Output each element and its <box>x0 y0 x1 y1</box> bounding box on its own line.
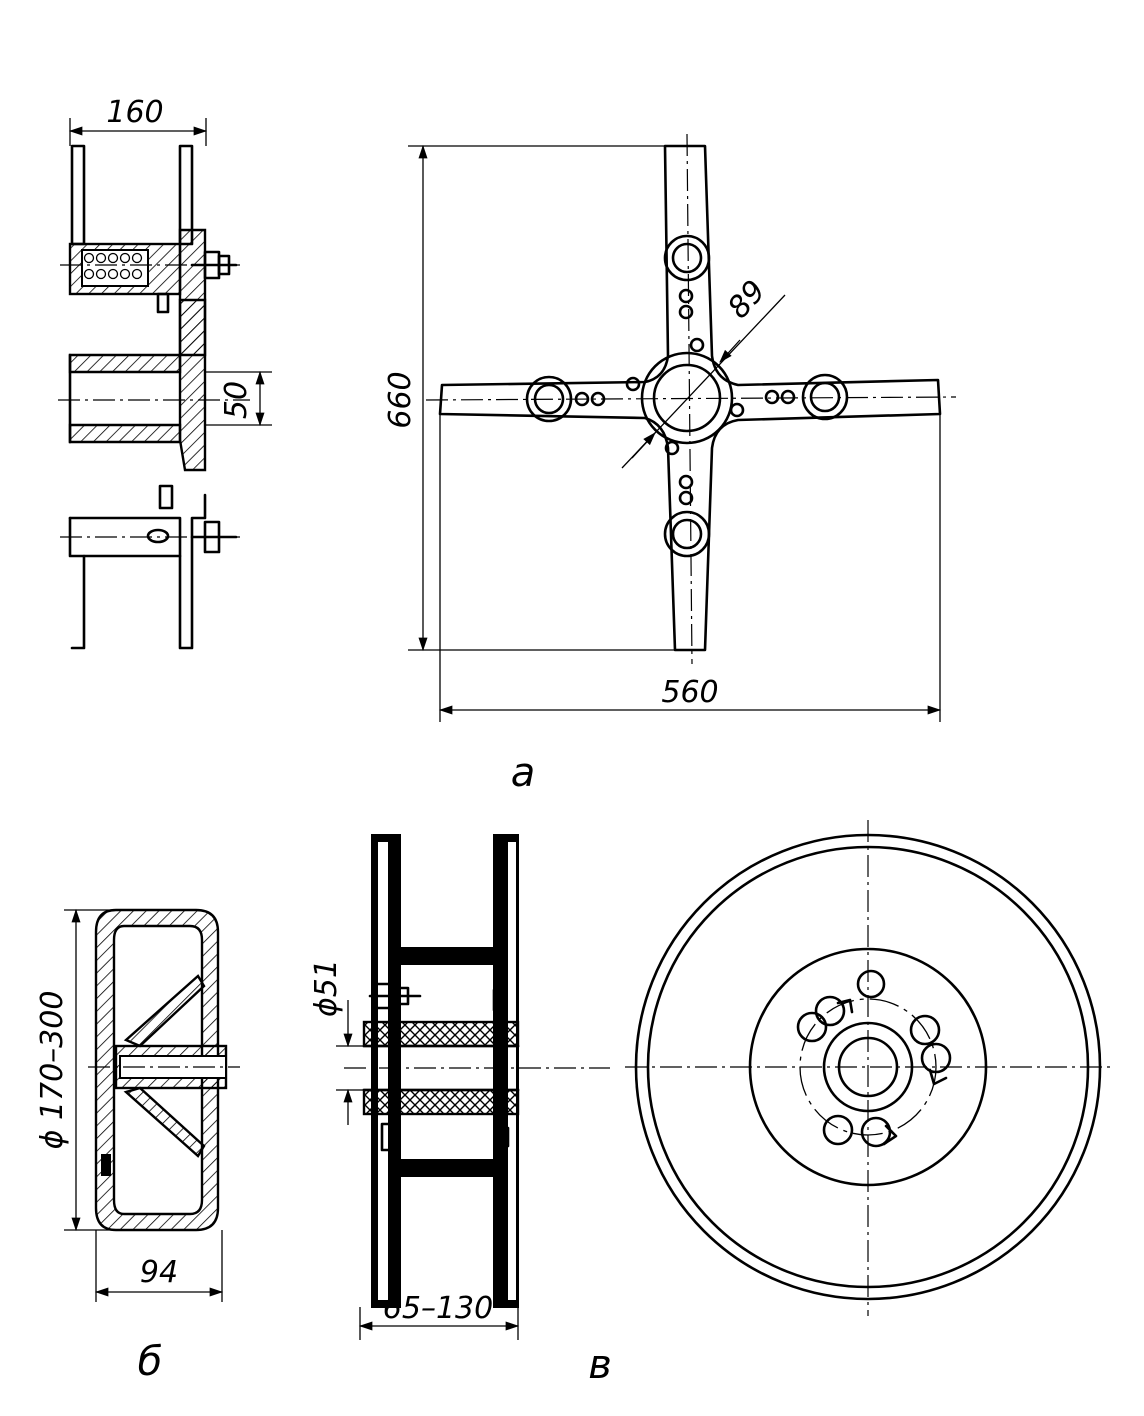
bolt-holes <box>574 288 796 506</box>
dim-660: 660 <box>383 371 418 428</box>
dim-50: 50 <box>219 381 254 419</box>
figure-c-spool-section: ϕ51 65–130 <box>309 834 610 1340</box>
keyhole-slots <box>796 995 952 1148</box>
dim-89: 89 <box>721 274 773 326</box>
figure-label-a: а <box>511 750 536 796</box>
dim-width-c: 65–130 <box>383 1291 493 1326</box>
figure-a-side-section: 160 50 <box>58 95 272 650</box>
dim-160: 160 <box>106 95 163 130</box>
figure-label-c: в <box>588 1342 612 1388</box>
dim-bore-c: ϕ51 <box>309 959 344 1017</box>
ball-bearings <box>83 252 143 280</box>
dim-94: 94 <box>140 1255 178 1290</box>
figure-label-b: б <box>138 1339 163 1385</box>
figure-b-wheel-section: ϕ 170–300 94 <box>35 908 240 1302</box>
figure-a-cross-view: 660 560 89 <box>383 133 957 722</box>
figure-c-spool-front-view <box>625 820 1112 1316</box>
dim-diameter-b: ϕ 170–300 <box>35 991 70 1150</box>
dim-560: 560 <box>661 675 718 710</box>
